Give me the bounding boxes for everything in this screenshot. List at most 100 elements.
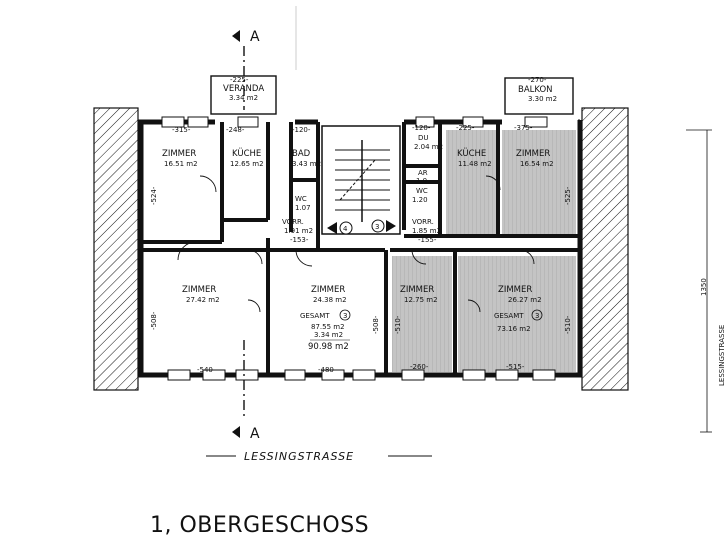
svg-text:4: 4	[343, 225, 348, 233]
svg-text:VORR.: VORR.	[412, 218, 434, 226]
svg-text:-225-: -225-	[456, 124, 475, 132]
room-du: -120- DU 2.04 m2	[412, 124, 443, 151]
room-kueche-east: -225- KÜCHE 11.48 m2	[456, 124, 492, 168]
svg-text:BALKON: BALKON	[518, 85, 553, 95]
room-zimmer-sm: ZIMMER 24.38 m2 -508- -480-	[311, 285, 380, 374]
svg-text:ZIMMER: ZIMMER	[498, 285, 532, 295]
svg-text:90.98 m2: 90.98 m2	[308, 342, 349, 352]
street-label: LESSINGSTRASSE	[244, 450, 354, 463]
svg-text:12.75 m2: 12.75 m2	[404, 296, 438, 304]
svg-text:3.34 m2: 3.34 m2	[314, 331, 343, 339]
svg-text:-508-: -508-	[150, 311, 158, 330]
svg-text:-248-: -248-	[226, 126, 245, 134]
unit-total-east: GESAMT 3 73.16 m2	[494, 309, 543, 333]
room-zimmer-ne: -375- ZIMMER 16.54 m2 -525-	[514, 124, 572, 205]
room-wc-east: WC 1.20	[412, 187, 428, 204]
svg-text:-260-: -260-	[410, 363, 429, 371]
svg-text:-510-: -510-	[564, 315, 572, 334]
svg-text:3: 3	[535, 312, 539, 320]
svg-text:1.0: 1.0	[416, 177, 427, 185]
svg-text:-315-: -315-	[172, 126, 191, 134]
svg-text:ZIMMER: ZIMMER	[162, 149, 196, 159]
entrance-marker-east: 3	[371, 219, 396, 233]
room-balkon: -270- BALKON 3.30 m2	[518, 76, 557, 103]
side-number: 1350	[700, 278, 708, 296]
section-arrow-top	[232, 30, 240, 42]
staircase	[321, 125, 401, 235]
svg-text:-524-: -524-	[150, 186, 158, 205]
svg-text:VORR.: VORR.	[282, 218, 304, 226]
door-swings	[177, 175, 535, 313]
svg-text:ZIMMER: ZIMMER	[400, 285, 434, 295]
neighbour-wall-east	[581, 107, 629, 391]
svg-text:11.48 m2: 11.48 m2	[458, 160, 492, 168]
svg-text:KÜCHE: KÜCHE	[457, 148, 486, 159]
svg-text:2.04 m2: 2.04 m2	[414, 143, 443, 151]
section-arrow-bottom	[232, 426, 240, 438]
svg-text:-508-: -508-	[372, 315, 380, 334]
shade-zimmer-sc	[392, 256, 452, 372]
svg-text:1.07: 1.07	[295, 204, 311, 212]
svg-text:-153-: -153-	[290, 236, 309, 244]
svg-text:-375-: -375-	[514, 124, 533, 132]
windows	[161, 116, 556, 381]
svg-text:-525-: -525-	[564, 186, 572, 205]
svg-text:WC: WC	[295, 195, 307, 203]
svg-text:16.54 m2: 16.54 m2	[520, 160, 554, 168]
shade-zimmer-se	[458, 256, 576, 372]
svg-text:-480-: -480-	[318, 366, 337, 374]
svg-text:-120-: -120-	[292, 126, 311, 134]
svg-text:3.43 m2: 3.43 m2	[292, 160, 321, 168]
shade-zimmer-ne	[502, 130, 576, 236]
room-veranda: -225- VERANDA 3.34 m2	[223, 76, 264, 102]
svg-text:1.91 m2: 1.91 m2	[284, 227, 313, 235]
room-zimmer-se: ZIMMER 26.27 m2 -510- -515-	[498, 285, 572, 371]
side-street-note: 1350 LESSINGSTRASSE	[686, 129, 726, 433]
svg-text:16.51 m2: 16.51 m2	[164, 160, 198, 168]
neighbour-wall-west	[93, 107, 139, 391]
svg-text:ZIMMER: ZIMMER	[311, 285, 345, 295]
unit-total-west: GESAMT 3 87.55 m2 3.34 m2 90.98 m2	[300, 309, 351, 352]
svg-text:3.34 m2: 3.34 m2	[229, 94, 258, 102]
svg-text:-510-: -510-	[394, 315, 402, 334]
svg-text:87.55 m2: 87.55 m2	[311, 323, 345, 331]
svg-text:GESAMT: GESAMT	[300, 312, 330, 320]
svg-text:ZIMMER: ZIMMER	[182, 285, 216, 295]
section-line-a	[243, 6, 297, 418]
room-bad: -120- BAD 3.43 m2	[292, 126, 321, 168]
svg-text:VERANDA: VERANDA	[223, 84, 264, 94]
balkon-outline	[504, 77, 574, 115]
room-vorr-east: VORR. 1.85 m2 -155-	[412, 218, 441, 244]
svg-text:1.85 m2: 1.85 m2	[412, 227, 441, 235]
shade-kueche-east	[446, 130, 496, 236]
svg-text:73.16 m2: 73.16 m2	[497, 325, 531, 333]
svg-text:KÜCHE: KÜCHE	[232, 148, 261, 159]
svg-text:3: 3	[343, 312, 347, 320]
room-zimmer-sc: ZIMMER 12.75 m2 -510- -260-	[394, 285, 438, 371]
svg-text:1.20: 1.20	[412, 196, 428, 204]
svg-text:-120-: -120-	[412, 124, 431, 132]
svg-text:27.42 m2: 27.42 m2	[186, 296, 220, 304]
svg-text:-515-: -515-	[506, 363, 525, 371]
svg-text:-225-: -225-	[230, 76, 249, 84]
room-wc-west: WC 1.07	[295, 195, 311, 212]
svg-text:WC: WC	[416, 187, 428, 195]
svg-text:24.38 m2: 24.38 m2	[313, 296, 347, 304]
page-title: 1, OBERGESCHOSS	[150, 513, 369, 538]
svg-text:-270-: -270-	[528, 76, 547, 84]
svg-text:DU: DU	[418, 134, 429, 142]
room-vorr-west: VORR. 1.91 m2 -153-	[282, 218, 313, 244]
entrance-marker-west: 4	[327, 221, 353, 235]
svg-text:-540-: -540-	[197, 366, 216, 374]
section-label-top: A	[250, 29, 260, 45]
svg-text:3.30 m2: 3.30 m2	[528, 95, 557, 103]
side-street-label: LESSINGSTRASSE	[718, 325, 726, 386]
svg-text:GESAMT: GESAMT	[494, 312, 524, 320]
interior-walls	[141, 122, 580, 375]
room-ar: AR 1.0	[416, 169, 428, 185]
svg-text:AR: AR	[418, 169, 428, 177]
svg-text:-155-: -155-	[418, 236, 437, 244]
svg-text:ZIMMER: ZIMMER	[516, 149, 550, 159]
svg-text:26.27 m2: 26.27 m2	[508, 296, 542, 304]
